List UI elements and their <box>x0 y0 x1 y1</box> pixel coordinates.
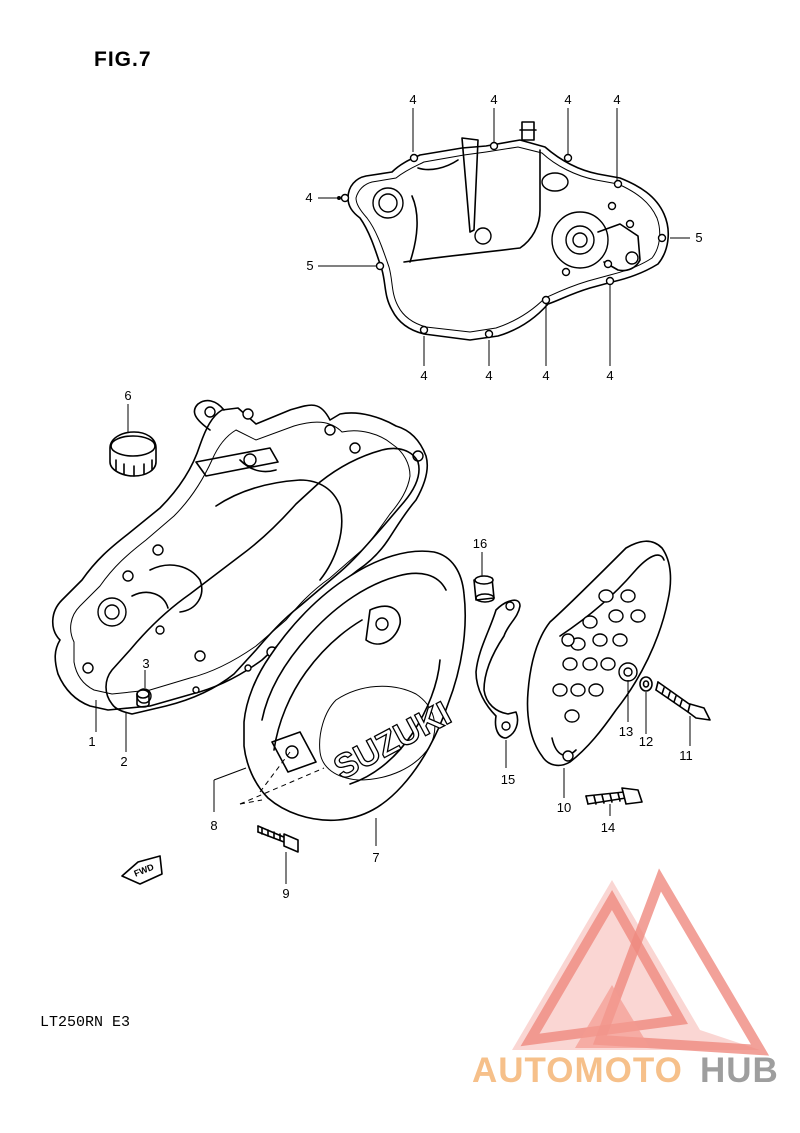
watermark-text-hub: HUB <box>700 1051 779 1090</box>
callout-2: 2 <box>120 754 127 769</box>
callout-4: 4 <box>485 368 492 383</box>
clutch-cover-gasket <box>105 447 420 715</box>
callout-4: 4 <box>420 368 427 383</box>
watermark-text-main: AUTOMOTO <box>472 1051 683 1090</box>
callout-14: 14 <box>601 820 615 835</box>
assembly-guide-lines <box>239 751 325 805</box>
callout-5: 5 <box>695 230 702 245</box>
callout-9: 9 <box>282 886 289 901</box>
automotohub-logo-mark <box>512 868 770 1056</box>
callout-labels: 4 4 4 4 4 5 5 4 4 4 4 6 3 1 2 16 8 7 9 1… <box>88 92 702 901</box>
callout-7: 7 <box>372 850 379 865</box>
automotohub-watermark: AUTOMOTO HUB <box>472 1051 779 1090</box>
gasket-crankcase-top <box>340 121 670 341</box>
model-code: LT250RN E3 <box>40 1014 131 1031</box>
dowel-pin <box>136 689 150 708</box>
sprocket-guard-bracket <box>475 599 521 739</box>
callout-11: 11 <box>679 748 693 763</box>
callout-13: 13 <box>619 724 633 739</box>
callout-12: 12 <box>639 734 653 749</box>
callout-4: 4 <box>564 92 571 107</box>
callout-15: 15 <box>501 772 515 787</box>
fwd-arrow-icon: FWD <box>121 855 163 885</box>
callout-6: 6 <box>124 388 131 403</box>
callout-4: 4 <box>490 92 497 107</box>
sprocket-cover <box>526 540 672 767</box>
callout-4: 4 <box>409 92 416 107</box>
callout-5: 5 <box>306 258 313 273</box>
callout-4: 4 <box>613 92 620 107</box>
callout-10: 10 <box>557 800 571 815</box>
callout-8: 8 <box>210 818 217 833</box>
bolt-cover-long <box>655 681 711 721</box>
oil-filler-cap <box>109 431 157 477</box>
callout-4: 4 <box>542 368 549 383</box>
callout-leaders <box>95 108 691 884</box>
figure-title: FIG.7 <box>94 48 152 71</box>
spacer <box>473 575 495 603</box>
callout-dots <box>337 196 341 200</box>
magneto-cover: SUZUKI <box>243 550 467 822</box>
bolt-cover-short <box>585 787 643 805</box>
callout-4: 4 <box>606 368 613 383</box>
bolt-magneto <box>257 825 299 853</box>
callout-1: 1 <box>88 734 95 749</box>
callout-4: 4 <box>305 190 312 205</box>
washer <box>639 676 653 692</box>
callout-16: 16 <box>473 536 487 551</box>
callout-3: 3 <box>142 656 149 671</box>
